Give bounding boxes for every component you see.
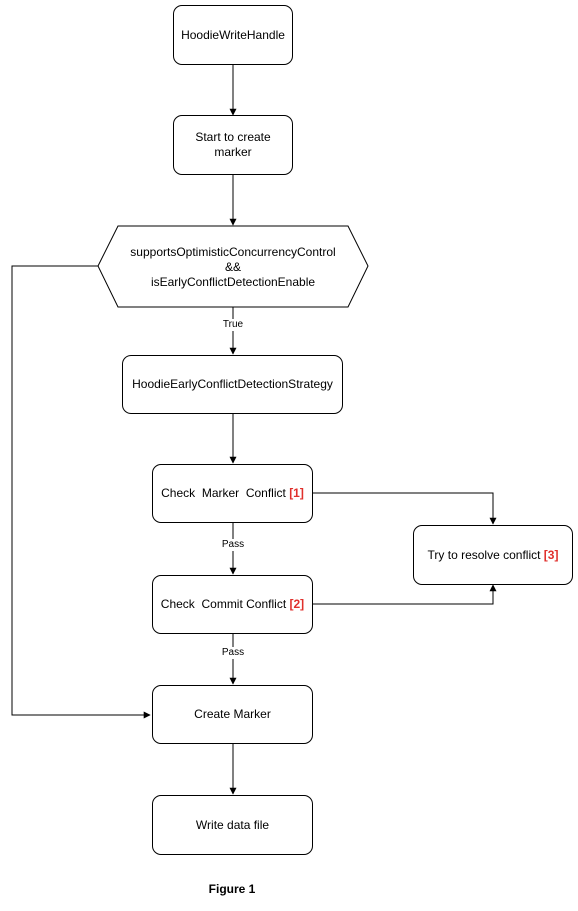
write-data-file-node: Write data file: [152, 795, 313, 855]
create-marker-label: Create Marker: [194, 707, 271, 721]
strategy-node: HoodieEarlyConflictDetectionStrategy: [122, 355, 343, 414]
check-commit-conflict-node: Check Commit Conflict [2]: [152, 575, 313, 634]
start-create-marker-node: Start to create marker: [173, 115, 293, 175]
resolve-conflict-label: Try to resolve conflict: [427, 547, 541, 562]
arrow-check-marker-to-resolve: [313, 492, 497, 525]
edge-label-pass-2: Pass: [219, 647, 247, 659]
edge-label-pass-1: Pass: [219, 539, 247, 551]
hoodie-write-handle-node: HoodieWriteHandle: [173, 5, 293, 65]
condition-line-2: &&: [224, 259, 241, 274]
reference-3: [3]: [543, 547, 559, 562]
create-marker-node: Create Marker: [152, 685, 313, 744]
condition-text: supportsOptimisticConcurrencyControl && …: [98, 226, 368, 308]
reference-2: [2]: [289, 597, 305, 611]
arrow-check-commit-to-resolve: [313, 584, 497, 605]
check-marker-conflict-node: Check Marker Conflict [1]: [152, 464, 313, 523]
condition-hexagon: [97, 225, 369, 308]
check-marker-conflict-label: Check Marker Conflict: [161, 486, 286, 500]
condition-line-3: isEarlyConflictDetectionEnable: [150, 274, 316, 289]
edge-label-true: True: [220, 319, 246, 331]
figure-caption: Figure 1: [208, 882, 256, 896]
strategy-label: HoodieEarlyConflictDetectionStrategy: [132, 377, 333, 391]
arrow-condition-bypass-to-create-marker: [11, 265, 151, 719]
hoodie-write-handle-label: HoodieWriteHandle: [181, 27, 285, 42]
start-create-marker-label: Start to create marker: [195, 130, 271, 159]
reference-1: [1]: [289, 486, 304, 500]
resolve-conflict-node: Try to resolve conflict [3]: [413, 525, 573, 585]
check-commit-conflict-label: Check Commit Conflict: [160, 597, 287, 611]
write-data-file-label: Write data file: [195, 817, 270, 832]
condition-line-1: supportsOptimisticConcurrencyControl: [130, 244, 336, 259]
